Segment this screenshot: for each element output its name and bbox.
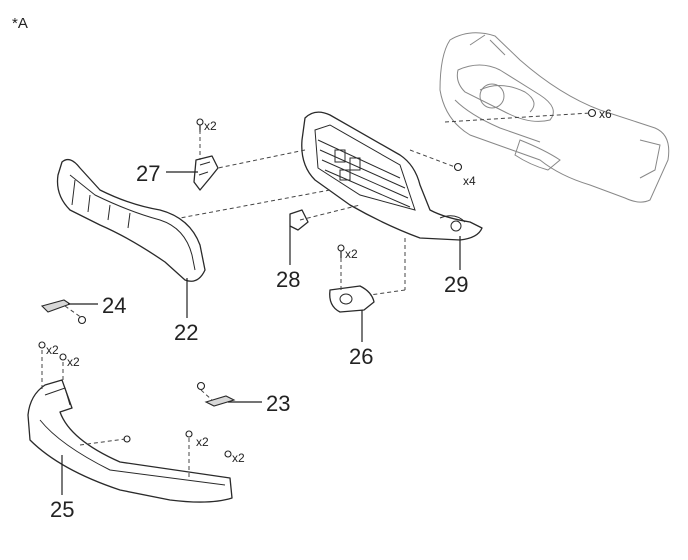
assembly-guide-lines — [41, 112, 591, 480]
grille-trim-ring — [56, 158, 206, 282]
callout-25: 25 — [50, 497, 74, 522]
qty-27-screws: x2 — [204, 119, 217, 133]
fog-light-cover-26 — [329, 285, 375, 313]
qty-grille-screws: x4 — [463, 174, 476, 188]
figure-marker: *A — [12, 15, 28, 32]
lower-spoiler-25 — [27, 379, 233, 503]
bracket-27-screw-x2: x2 — [196, 118, 217, 133]
callout-leaders — [61, 171, 461, 495]
callout-22: 22 — [174, 320, 198, 345]
qty-bumper-screws: x6 — [599, 107, 612, 121]
clip-28 — [289, 209, 309, 231]
clip-23 — [196, 381, 236, 407]
qty-25b-screws: x2 — [67, 355, 80, 369]
qty-25c-screws: x2 — [196, 435, 209, 449]
spoiler-screws: x2 x2 x2 x2 — [38, 341, 245, 465]
qty-25a-screws: x2 — [46, 343, 59, 357]
callout-26: 26 — [349, 344, 373, 369]
qty-26-screws: x2 — [345, 247, 358, 261]
bracket-27 — [193, 155, 219, 191]
front-bumper-cover — [439, 32, 670, 203]
grille-screw-x4: x4 — [453, 162, 476, 188]
callout-27: 27 — [136, 161, 160, 186]
callout-28: 28 — [276, 267, 300, 292]
bumper-screw-x6: x6 — [587, 107, 612, 121]
callout-29: 29 — [444, 272, 468, 297]
qty-25d-screws: x2 — [232, 451, 245, 465]
callout-24: 24 — [102, 293, 126, 318]
fog-cover-screw-x2: x2 — [337, 244, 358, 261]
callout-23: 23 — [266, 391, 290, 416]
radiator-grille — [301, 111, 483, 241]
